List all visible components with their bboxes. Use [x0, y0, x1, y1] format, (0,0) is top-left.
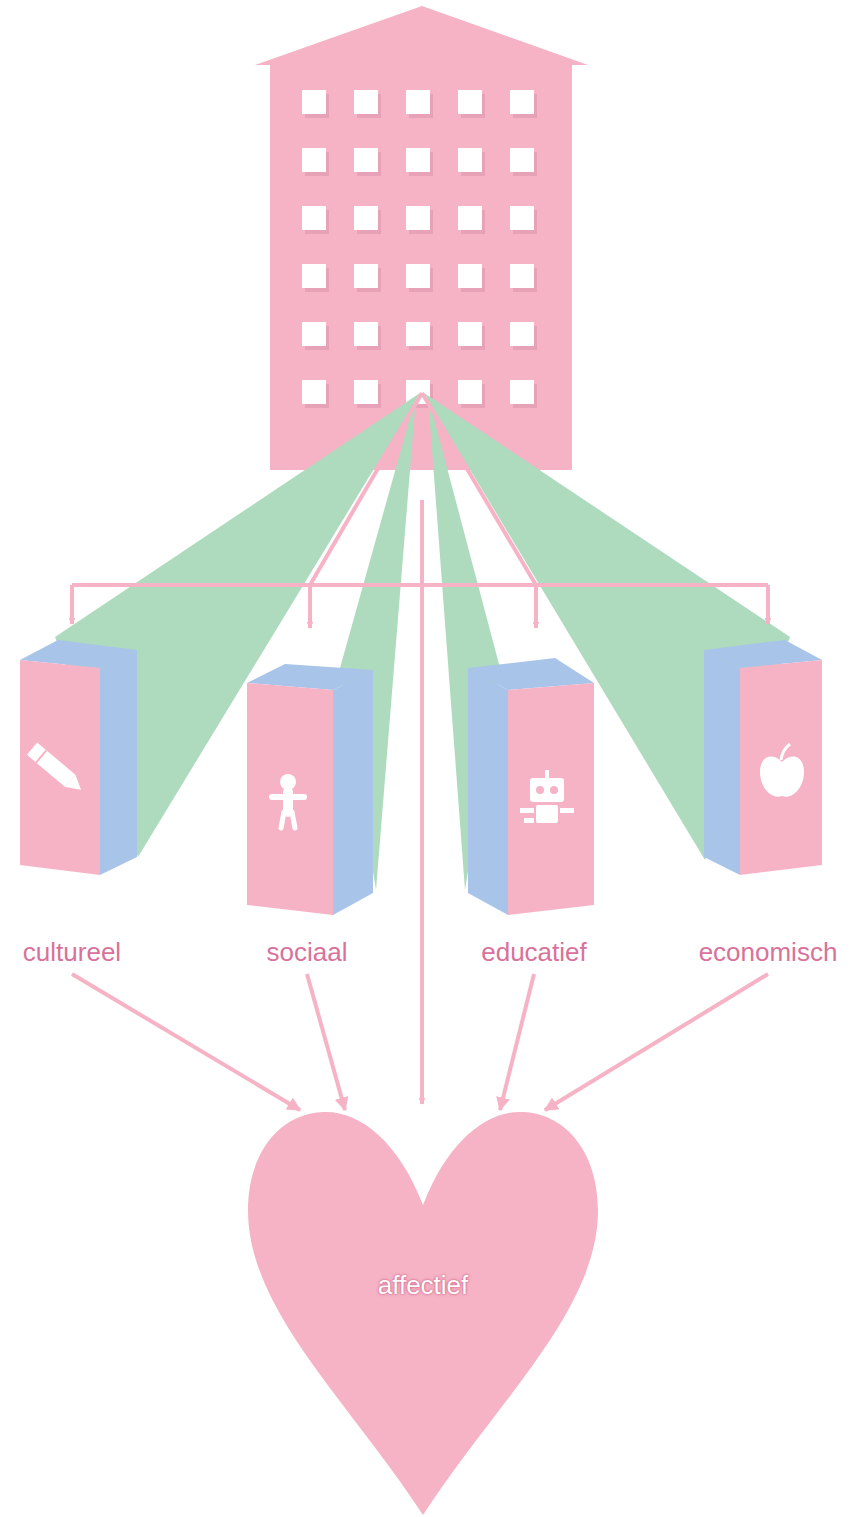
value-label: cultureel — [23, 937, 121, 968]
heart-label: affectief — [248, 1270, 598, 1301]
window — [406, 148, 430, 172]
educational-prism — [468, 658, 594, 915]
window — [510, 380, 534, 404]
heart-outline — [248, 1110, 598, 1517]
window — [302, 90, 326, 114]
window — [458, 322, 482, 346]
window — [354, 322, 378, 346]
value-label: educatief — [481, 937, 587, 968]
culture-prism — [20, 640, 137, 875]
window — [354, 90, 378, 114]
window — [406, 206, 430, 230]
window — [302, 322, 326, 346]
window — [510, 322, 534, 346]
building-body — [270, 62, 572, 470]
window — [302, 380, 326, 404]
influence-arrow — [545, 974, 768, 1110]
value-prism: economisch — [694, 636, 843, 968]
window — [354, 264, 378, 288]
value-prism: sociaal — [242, 660, 372, 968]
window — [302, 148, 326, 172]
heart-shape: affectief — [248, 1110, 598, 1517]
value-label: economisch — [699, 937, 838, 968]
influence-arrow — [72, 974, 300, 1110]
window — [354, 148, 378, 172]
value-prism: educatief — [469, 656, 599, 968]
window — [354, 380, 378, 404]
window — [458, 264, 482, 288]
value-prism: cultureel — [7, 636, 137, 968]
social-prism — [247, 664, 373, 915]
distribution-arrows — [72, 393, 768, 1104]
window — [510, 264, 534, 288]
window — [458, 148, 482, 172]
window — [458, 90, 482, 114]
window — [406, 90, 430, 114]
window — [406, 264, 430, 288]
window — [458, 206, 482, 230]
heart-fill — [248, 1112, 598, 1515]
building-roof — [255, 6, 588, 65]
window — [458, 380, 482, 404]
window — [510, 90, 534, 114]
window — [510, 206, 534, 230]
economic-prism — [704, 640, 822, 875]
value-label: sociaal — [267, 937, 348, 968]
window — [406, 322, 430, 346]
building-windows — [302, 90, 537, 408]
window — [302, 206, 326, 230]
influence-arrow — [307, 974, 345, 1110]
window — [510, 148, 534, 172]
window — [302, 264, 326, 288]
influence-arrow — [500, 974, 534, 1110]
window — [354, 206, 378, 230]
